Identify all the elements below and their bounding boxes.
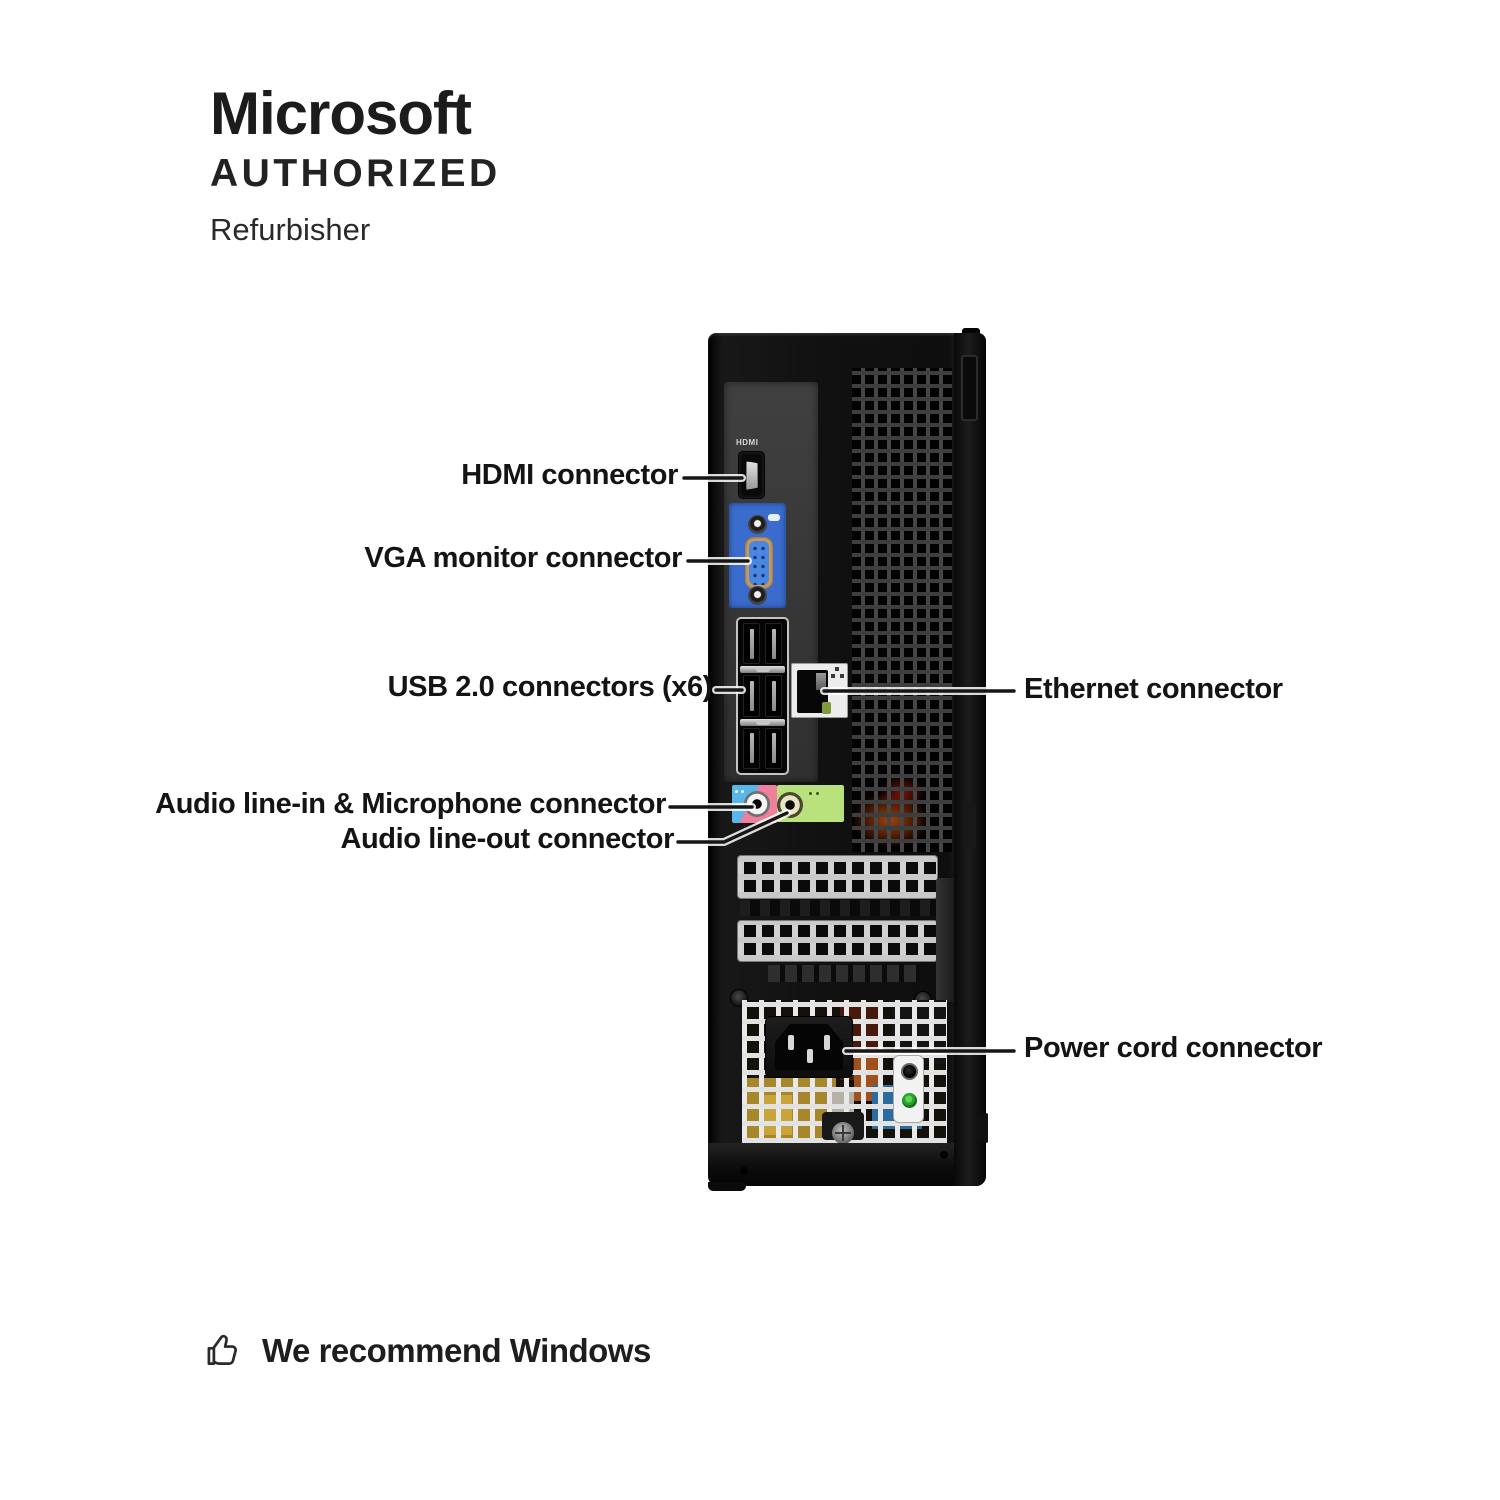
psu-screw: [832, 1122, 854, 1143]
psu-test-panel: [893, 1055, 924, 1123]
thumbs-up-icon: [207, 1334, 237, 1365]
tower-foot: [708, 1182, 746, 1191]
audio-line-out-jack: [777, 785, 844, 822]
expansion-slot-cover-1: [737, 855, 938, 899]
usb-port-pair: [740, 621, 785, 666]
vga-screw-top: [748, 515, 767, 534]
microsoft-refurbisher-badge: Microsoft AUTHORIZED Refurbisher: [210, 82, 501, 245]
ethernet-port: [791, 663, 848, 718]
usb-port-stack: [736, 617, 789, 775]
recommendation-text: We recommend Windows: [262, 1332, 651, 1369]
hdmi-port: [738, 451, 765, 499]
audio-out-label: Audio line-out connector: [340, 823, 674, 855]
audio-line-in-mic-jack: [732, 785, 777, 823]
vga-screw-bottom: [748, 586, 767, 605]
hdmi-label: HDMI connector: [461, 459, 678, 491]
usb-label: USB 2.0 connectors (x6): [387, 671, 713, 703]
psu-test-button: [901, 1063, 918, 1080]
badge-tagline: Refurbisher: [210, 212, 371, 247]
usb-port-pair: [740, 673, 785, 718]
tower-side-edge: [954, 333, 988, 1186]
vga-label: VGA monitor connector: [364, 542, 682, 574]
vent-grille: [852, 368, 952, 852]
tower-bottom-frame: [708, 1143, 986, 1186]
network-icon: [831, 667, 844, 678]
lower-vent-strip: [768, 965, 920, 982]
power-cord-inlet: [765, 1016, 853, 1078]
pc-tower-rear: HDMI: [708, 328, 988, 1191]
ethernet-led: [822, 702, 831, 714]
power-label: Power cord connector: [1024, 1032, 1323, 1064]
padlock-latch-slot: [961, 355, 978, 421]
expansion-slot-blank: [740, 900, 937, 916]
ethernet-label: Ethernet connector: [1024, 673, 1283, 705]
badge-brand: Microsoft: [210, 80, 472, 147]
hdmi-port-print: HDMI: [736, 438, 759, 447]
windows-recommendation: We recommend Windows: [202, 1328, 651, 1374]
psu-status-led: [902, 1093, 917, 1108]
monitor-icon: [768, 514, 780, 521]
power-supply-area: [742, 1000, 947, 1143]
audio-in-label: Audio line-in & Microphone connector: [155, 788, 666, 820]
usb-port-pair: [740, 726, 785, 771]
card-retention-bracket: [936, 878, 958, 1002]
vga-port: [729, 503, 786, 608]
vga-dsub-connector: [745, 537, 773, 589]
badge-subtitle: AUTHORIZED: [210, 152, 501, 195]
expansion-slot-cover-2: [737, 920, 938, 962]
